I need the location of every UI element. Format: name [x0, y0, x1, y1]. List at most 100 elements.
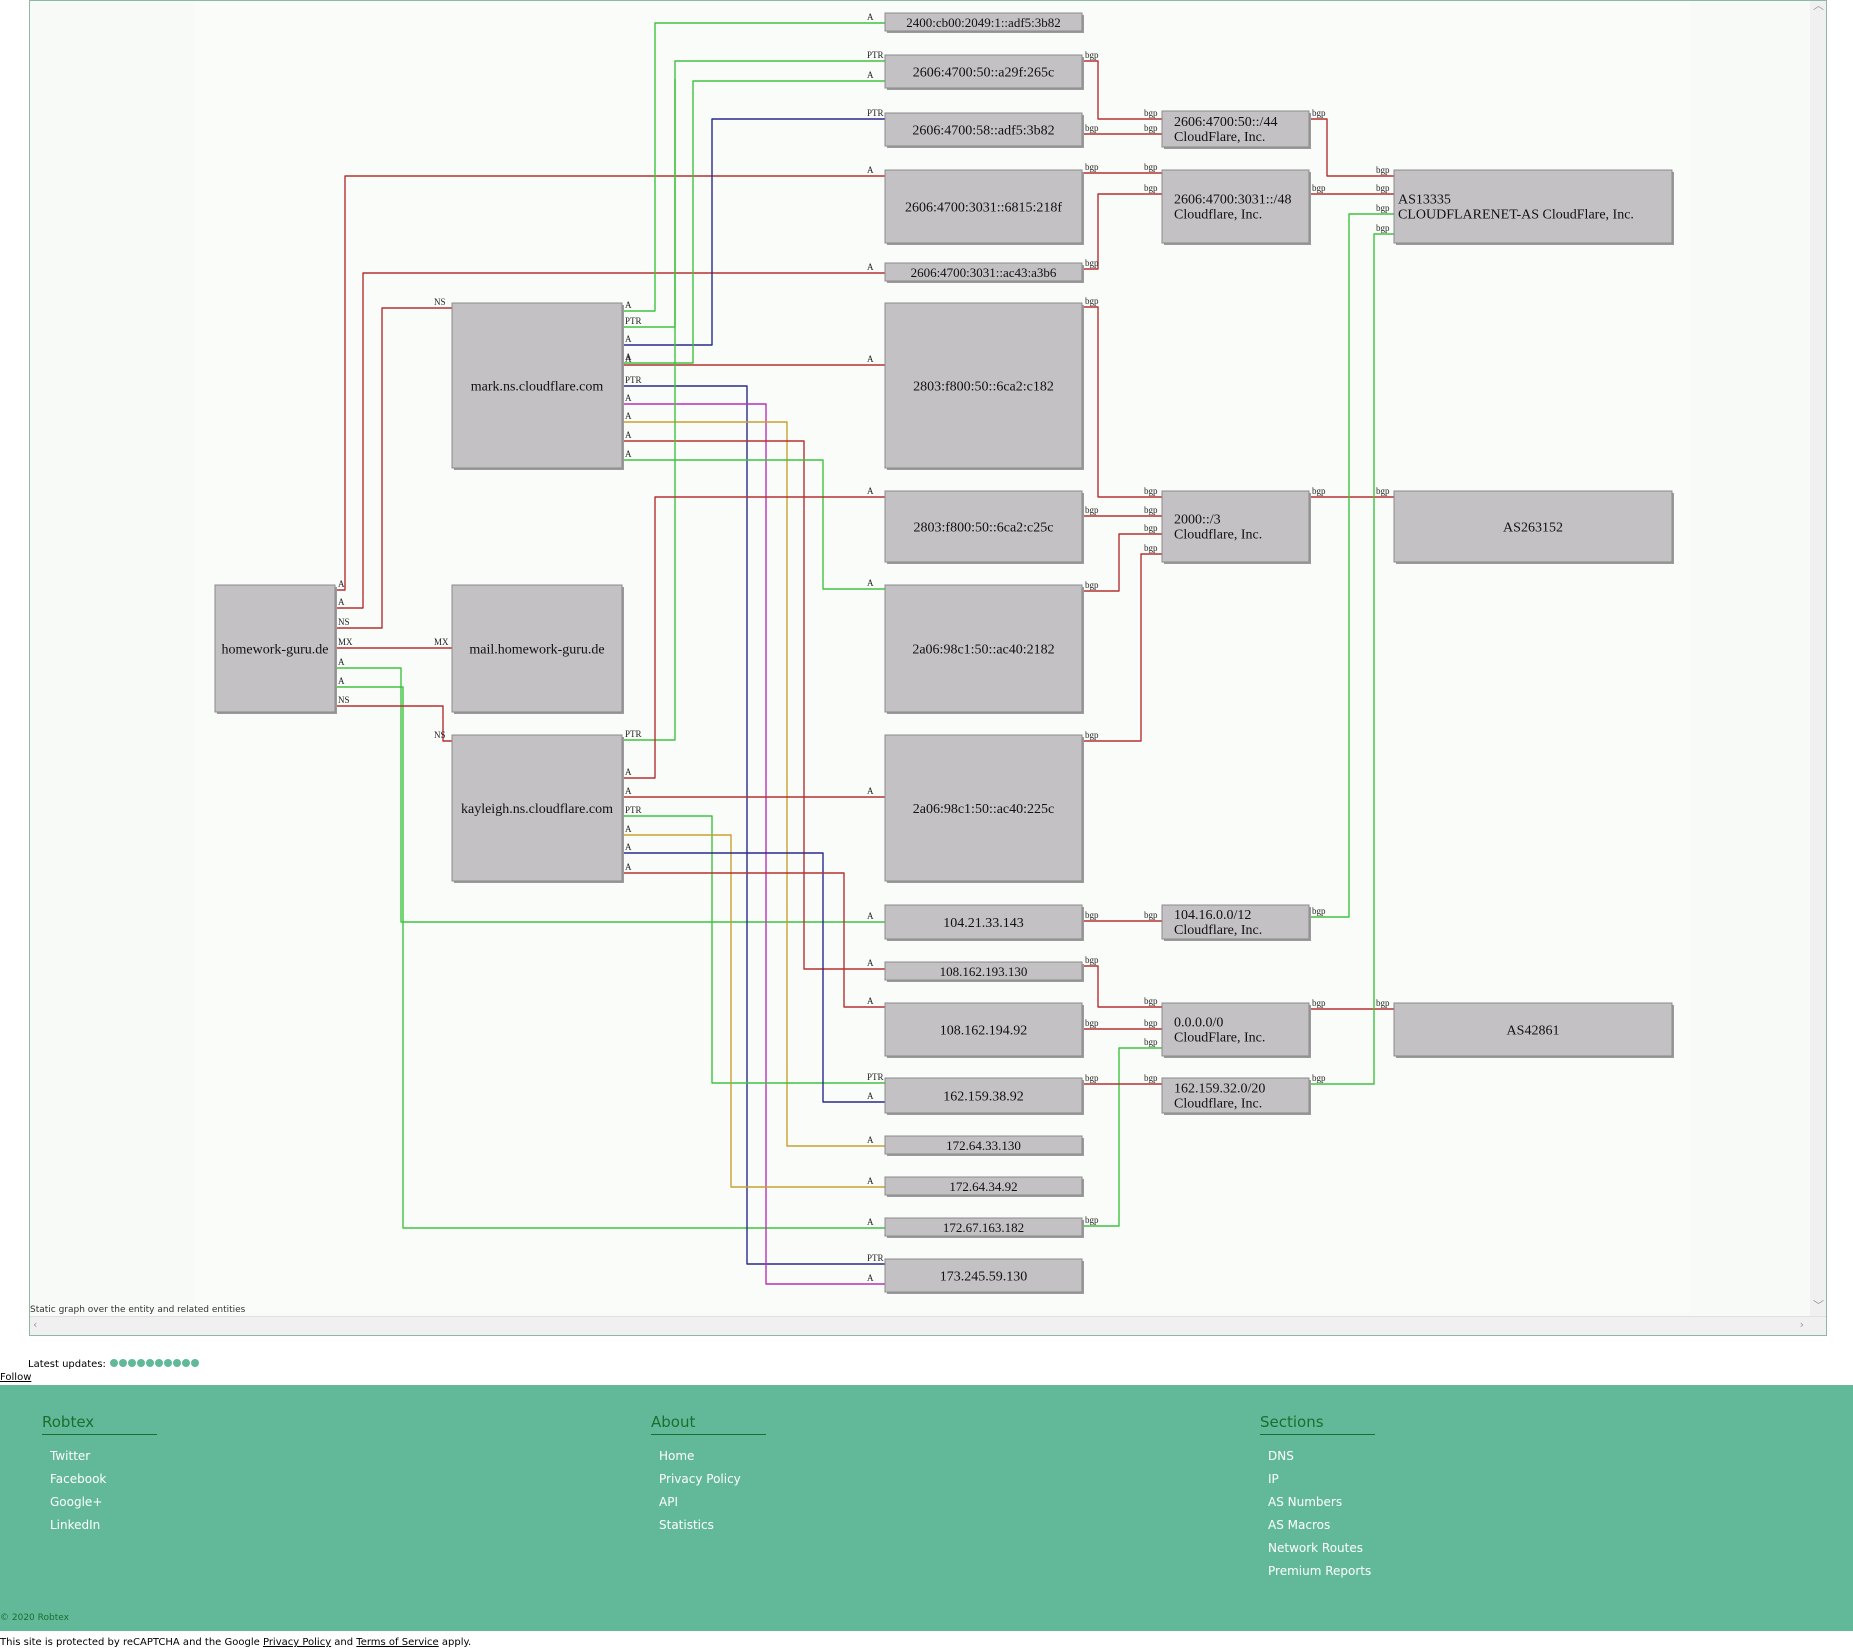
graph-node-v4e[interactable]: 172.64.33.130: [884, 1135, 1084, 1156]
graph-node-v4g[interactable]: 172.67.163.182: [884, 1217, 1084, 1238]
graph-edge: [335, 667, 885, 923]
graph-edge: [622, 496, 885, 779]
graph-node-v6g[interactable]: 2803:f800:50::6ca2:c25c: [884, 490, 1084, 564]
edge-label: bgp: [1144, 1073, 1158, 1083]
latest-updates: Latest updates:: [28, 1359, 200, 1370]
node-label: 2400:cb00:2049:1::adf5:3b82: [906, 15, 1061, 30]
horizontal-scrollbar[interactable]: ‹ ›: [30, 1316, 1826, 1335]
graph-node-v4h[interactable]: 173.245.59.130: [884, 1258, 1084, 1294]
footer-link-googleplus[interactable]: Google+: [50, 1495, 103, 1509]
update-dot[interactable]: [118, 1359, 127, 1367]
graph-edge: [622, 60, 885, 328]
edge-label: bgp: [1376, 203, 1390, 213]
node-label: 172.67.163.182: [943, 1220, 1024, 1235]
graph-node-mail[interactable]: mail.homework-guru.de: [451, 584, 624, 714]
edge-label: bgp: [1144, 505, 1158, 515]
node-label: 2606:4700:50::a29f:265c: [913, 66, 1055, 81]
edge-label: A: [625, 334, 632, 344]
graph-edge: [622, 872, 885, 1008]
graph-edge: [335, 705, 452, 742]
edge-label: PTR: [867, 1072, 884, 1082]
footer-link-api[interactable]: API: [659, 1495, 678, 1509]
graph-edge: [622, 385, 885, 1265]
graph-node-v6e[interactable]: 2606:4700:3031::ac43:a3b6: [884, 262, 1084, 283]
scroll-left-icon[interactable]: ‹: [33, 1318, 38, 1331]
edge-label: A: [338, 657, 345, 667]
recaptcha-terms-link[interactable]: Terms of Service: [356, 1637, 439, 1648]
edge-label: bgp: [1376, 486, 1390, 496]
graph-node-v4a[interactable]: 104.21.33.143: [884, 904, 1084, 941]
footer-link-ip[interactable]: IP: [1268, 1472, 1279, 1486]
update-dot[interactable]: [127, 1359, 136, 1367]
graph-edge: [335, 272, 885, 609]
scroll-up-icon[interactable]: ︿: [1813, 0, 1824, 12]
graph-edge: [622, 815, 885, 1084]
footer-link-twitter[interactable]: Twitter: [50, 1449, 91, 1463]
follow-link[interactable]: Follow: [0, 1372, 32, 1383]
node-label: 104.21.33.143: [943, 916, 1024, 931]
graph-node-v6h[interactable]: 2a06:98c1:50::ac40:2182: [884, 584, 1084, 714]
graph-node-v6d[interactable]: 2606:4700:3031::6815:218f: [884, 169, 1084, 245]
node-label: 2606:4700:58::adf5:3b82: [912, 124, 1054, 139]
graph-node-v4d[interactable]: 162.159.38.92: [884, 1077, 1084, 1115]
footer-link-privacy[interactable]: Privacy Policy: [659, 1472, 741, 1486]
update-dot[interactable]: [136, 1359, 145, 1367]
edge-label: A: [625, 824, 632, 834]
update-dot[interactable]: [145, 1359, 154, 1367]
update-dot[interactable]: [154, 1359, 163, 1367]
update-dot[interactable]: [109, 1359, 118, 1367]
graph-node-v4f[interactable]: 172.64.34.92: [884, 1176, 1084, 1197]
footer-link-network-routes[interactable]: Network Routes: [1268, 1541, 1364, 1555]
footer-link-premium-reports[interactable]: Premium Reports: [1268, 1564, 1372, 1578]
graph-node-v4b[interactable]: 108.162.193.130: [884, 961, 1084, 982]
vertical-scrollbar[interactable]: ︿ ﹀: [1810, 1, 1826, 1316]
graph-node-v6i[interactable]: 2a06:98c1:50::ac40:225c: [884, 734, 1084, 883]
edge-label: A: [867, 354, 874, 364]
graph-node-as2[interactable]: AS263152: [1393, 490, 1674, 564]
node-label: 2606:4700:3031::ac43:a3b6: [911, 265, 1057, 280]
graph-node-mark[interactable]: mark.ns.cloudflare.com: [451, 302, 624, 470]
graph-node-v6c[interactable]: 2606:4700:58::adf5:3b82: [884, 112, 1084, 148]
graph-node-as3[interactable]: AS42861: [1393, 1002, 1674, 1058]
graph-node-homework[interactable]: homework-guru.de: [214, 584, 337, 714]
update-dot[interactable]: [163, 1359, 172, 1367]
edge-label: A: [867, 786, 874, 796]
graph-node-v6b[interactable]: 2606:4700:50::a29f:265c: [884, 54, 1084, 90]
footer-link-statistics[interactable]: Statistics: [659, 1518, 714, 1532]
edge-label: PTR: [625, 375, 642, 385]
graph-node-v4c[interactable]: 108.162.194.92: [884, 1002, 1084, 1058]
graph-edge: [1082, 1047, 1162, 1227]
latest-updates-dots[interactable]: [109, 1359, 200, 1370]
node-sublabel: Cloudflare, Inc.: [1174, 528, 1262, 543]
edge-label: bgp: [1085, 955, 1099, 965]
edge-label: MX: [338, 637, 353, 647]
update-dot[interactable]: [181, 1359, 190, 1367]
update-dot[interactable]: [172, 1359, 181, 1367]
footer-link-home[interactable]: Home: [659, 1449, 695, 1463]
footer-link-facebook[interactable]: Facebook: [50, 1472, 107, 1486]
graph-node-v6a[interactable]: 2400:cb00:2049:1::adf5:3b82: [884, 12, 1084, 33]
scroll-down-icon[interactable]: ﹀: [1813, 1299, 1824, 1312]
update-dot[interactable]: [190, 1359, 199, 1367]
recaptcha-privacy-link[interactable]: Privacy Policy: [262, 1637, 332, 1648]
edge-label: A: [867, 1091, 874, 1101]
footer-link-as-macros[interactable]: AS Macros: [1268, 1518, 1331, 1532]
footer-link-dns[interactable]: DNS: [1268, 1449, 1294, 1463]
graph-node-v6f[interactable]: 2803:f800:50::6ca2:c182: [884, 302, 1084, 470]
recaptcha-text: This site is protected by reCAPTCHA and …: [0, 1637, 263, 1648]
footer-link-linkedin[interactable]: LinkedIn: [50, 1518, 101, 1532]
node-sublabel: Cloudflare, Inc.: [1174, 208, 1262, 223]
graph-edge: [1082, 965, 1162, 1008]
footer-link-as-numbers[interactable]: AS Numbers: [1268, 1495, 1343, 1509]
graph-caption: Static graph over the entity and related…: [30, 1305, 246, 1315]
graph-node-kayleigh[interactable]: kayleigh.ns.cloudflare.com: [451, 734, 624, 883]
scroll-right-icon[interactable]: ›: [1799, 1318, 1804, 1331]
